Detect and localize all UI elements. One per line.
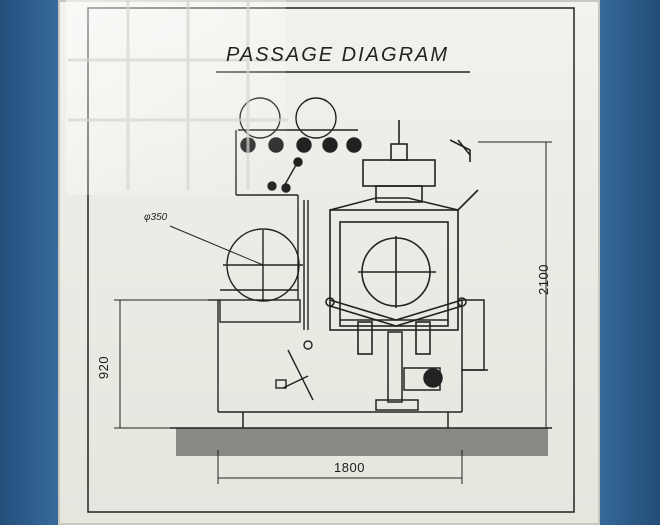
dimension-920: 920 [96, 355, 112, 380]
diagram-frame: PASSAGE DIAGRAM φ350 920 2100 1800 [58, 0, 600, 525]
machine-drawing [87, 7, 575, 513]
motor-base [242, 299, 488, 428]
ground-hatch [170, 427, 552, 456]
main-vessel [325, 120, 479, 355]
diameter-label: φ350 [144, 212, 168, 223]
dimension-2100: 2100 [535, 264, 551, 295]
dimension-lines [114, 141, 552, 484]
top-rollers [235, 97, 362, 195]
diagram-title: PASSAGE DIAGRAM [226, 44, 450, 66]
drawing-border [87, 7, 575, 513]
lower-lever [275, 340, 314, 401]
left-vat [208, 194, 309, 413]
dimension-1800: 1800 [334, 460, 365, 475]
